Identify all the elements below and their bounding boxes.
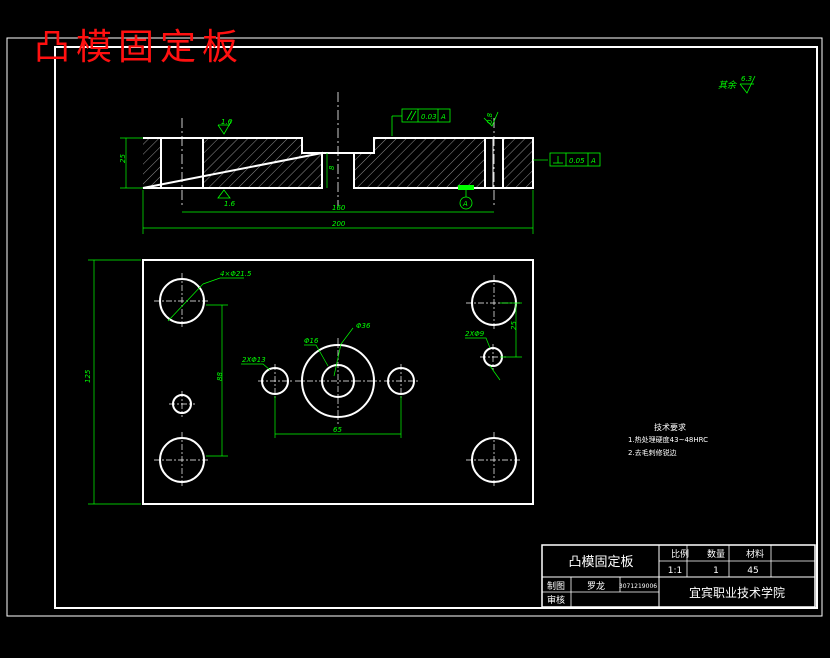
counterbore-callout: Φ36 (356, 322, 371, 330)
large-holes-callout: 4×Φ21.5 (220, 270, 252, 278)
counterbore-outer (301, 344, 375, 418)
drawn-label: 制图 (547, 580, 565, 592)
right-small-holes-callout: 2XΦ9 (465, 330, 485, 338)
datum-label: A (462, 200, 468, 208)
parallelism-value: 0.03 (421, 113, 437, 121)
thickness-dim: 25 (119, 154, 127, 163)
material-value: 45 (747, 566, 758, 576)
perpendicularity-datum: A (590, 157, 596, 165)
scale-value: 1:1 (668, 566, 682, 576)
center-bore (321, 364, 355, 398)
roughness-right: 0.8 (486, 112, 494, 124)
right-offset-dim: 25 (510, 321, 518, 330)
part-name: 凸模固定板 (568, 555, 633, 570)
tech-item: 2.去毛刺修锐边 (628, 448, 677, 457)
inner-frame (54, 46, 818, 609)
tech-heading: 技术要求 (654, 422, 686, 432)
center-bore-callout: Φ16 (304, 337, 319, 345)
roughness-note-label: 其余 (718, 80, 737, 91)
material-label: 材料 (746, 548, 764, 560)
qty-value: 1 (713, 566, 719, 576)
overall-height-dim: 125 (84, 369, 92, 383)
scale-label: 比例 (671, 548, 689, 560)
outer-frame (6, 37, 823, 617)
hole-span-dim: 160 (332, 204, 346, 212)
drawing-title: 凸模固定板 (34, 27, 245, 68)
parallelism-datum: A (440, 113, 446, 121)
tech-requirements: 技术要求 1.热处理硬度43~48HRC 2.去毛刺修锐边 (628, 422, 708, 457)
roughness-bottom: 1.6 (224, 200, 236, 208)
qty-label: 数量 (707, 548, 725, 560)
roughness-note: 其余 6.3 (718, 75, 756, 94)
step-depth-dim: 8 (328, 165, 336, 170)
perpendicularity-value: 0.05 (569, 157, 585, 165)
checked-label: 审核 (547, 594, 565, 606)
section-view: 25 8 160 200 1.6 1.6 0.8 0.03 A 0.05 A A (119, 92, 601, 234)
drawing-no: 3071219006 (619, 583, 657, 590)
roughness-top: 1.6 (221, 118, 233, 126)
plan-view: 125 88 65 25 4×Φ21.5 2XΦ13 2XΦ9 Φ16 Φ36 (84, 259, 534, 505)
hole-spacing-dim: 88 (216, 372, 224, 381)
school-name: 宜宾职业技术学院 (689, 585, 785, 600)
overall-width-dim: 200 (332, 220, 346, 228)
left-small-holes-callout: 2XΦ13 (242, 356, 266, 364)
center-spacing-dim: 65 (333, 426, 342, 434)
title-block (541, 544, 816, 608)
roughness-note-value: 6.3 (741, 75, 752, 83)
drawn-name: 罗龙 (587, 580, 605, 592)
tech-item: 1.热处理硬度43~48HRC (628, 435, 708, 444)
